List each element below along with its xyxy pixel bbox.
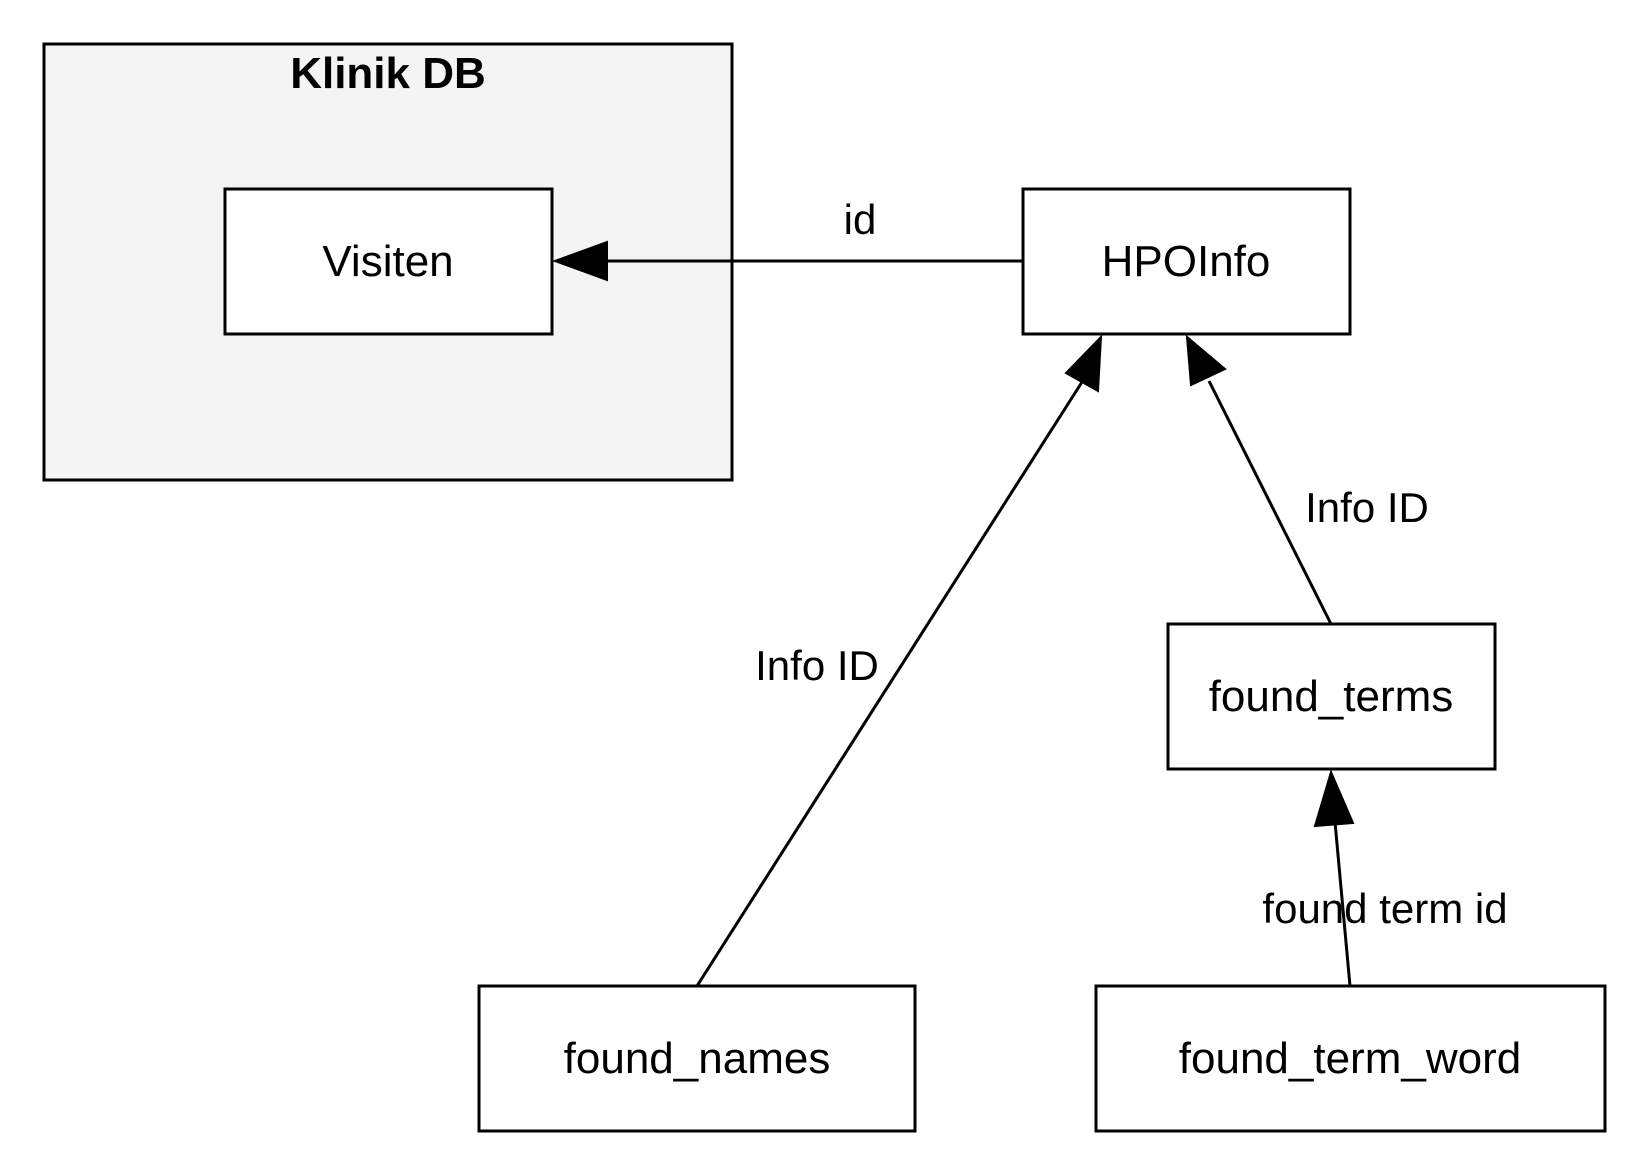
cluster-title: Klinik DB bbox=[290, 49, 486, 98]
node-box bbox=[477, 984, 917, 1133]
arrowhead-icon bbox=[552, 240, 608, 282]
edge-found-terms-to-hpoinfo: Info ID bbox=[1185, 334, 1429, 625]
node-found-term-word[interactable]: found_term_word bbox=[1094, 984, 1607, 1133]
node-box bbox=[1021, 187, 1352, 336]
arrowhead-icon bbox=[1185, 334, 1227, 387]
edge-line bbox=[1207, 380, 1333, 625]
node-box bbox=[1166, 622, 1497, 771]
edge-label-info-id-1: Info ID bbox=[755, 642, 879, 689]
edge-hpoinfo-to-visiten: id bbox=[552, 196, 1023, 282]
edge-found-term-word-to-found-terms: found term id bbox=[1262, 769, 1508, 987]
node-label-found-terms: found_terms bbox=[1209, 672, 1454, 721]
arrowhead-icon bbox=[1064, 334, 1103, 393]
node-box bbox=[223, 187, 554, 336]
arrowhead-icon bbox=[1313, 769, 1355, 828]
edge-label-id: id bbox=[844, 196, 877, 243]
node-label-found-term-word: found_term_word bbox=[1179, 1034, 1521, 1083]
edge-label-info-id-2: Info ID bbox=[1305, 484, 1429, 531]
node-hpoinfo[interactable]: HPOInfo bbox=[1021, 187, 1352, 336]
node-label-hpoinfo: HPOInfo bbox=[1102, 237, 1271, 286]
node-box bbox=[1094, 984, 1607, 1133]
node-visiten[interactable]: Visiten bbox=[223, 187, 554, 336]
edge-line bbox=[1333, 821, 1352, 987]
edge-line bbox=[695, 381, 1084, 987]
node-label-found-names: found_names bbox=[564, 1034, 831, 1083]
edge-label-found-term-id: found term id bbox=[1262, 885, 1507, 932]
edge-found-names-to-hpoinfo: Info ID bbox=[695, 334, 1103, 987]
node-label-visiten: Visiten bbox=[322, 237, 453, 286]
node-found-terms[interactable]: found_terms bbox=[1166, 622, 1497, 771]
node-found-names[interactable]: found_names bbox=[477, 984, 917, 1133]
